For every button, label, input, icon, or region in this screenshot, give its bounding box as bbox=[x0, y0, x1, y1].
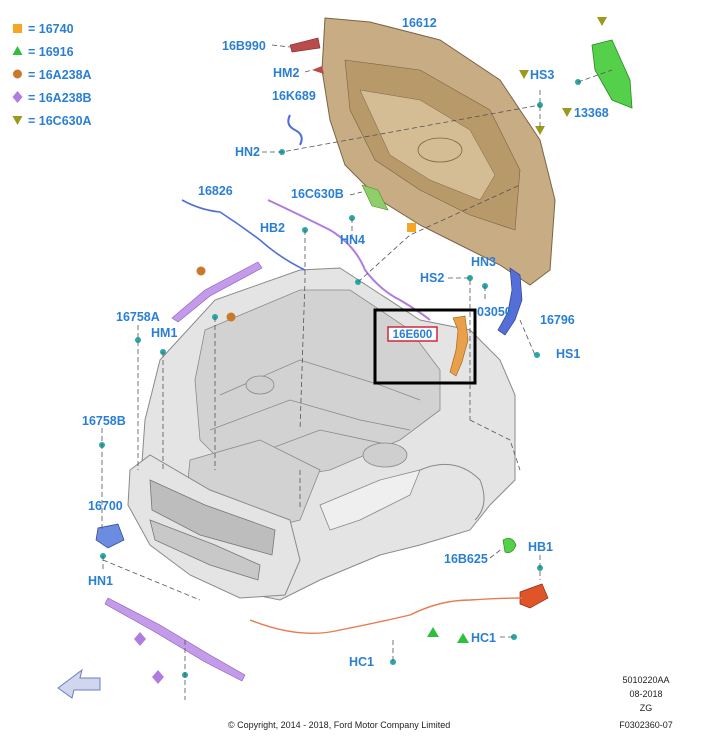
label-hs2[interactable]: HS2 bbox=[420, 271, 444, 285]
legend-square-icon bbox=[13, 24, 22, 33]
label-16758a[interactable]: 16758A bbox=[116, 310, 160, 324]
vehicle-front-body bbox=[127, 267, 516, 601]
clip-16b625 bbox=[502, 538, 517, 554]
label-hn2[interactable]: HN2 bbox=[235, 145, 260, 159]
label-hm1[interactable]: HM1 bbox=[151, 326, 177, 340]
label-hn1[interactable]: HN1 bbox=[88, 574, 113, 588]
label-16b990[interactable]: 16B990 bbox=[222, 39, 266, 53]
legend-triangle-down-icon bbox=[12, 116, 23, 125]
triangle-down-marker-icon bbox=[562, 108, 572, 117]
leader-lines bbox=[101, 44, 613, 700]
label-16b625[interactable]: 16B625 bbox=[444, 552, 488, 566]
release-cable-orange bbox=[249, 597, 523, 634]
legend-circle-icon bbox=[13, 69, 22, 79]
bumper-16c630b bbox=[361, 184, 389, 211]
hood-latch-16700 bbox=[95, 523, 125, 549]
triangle-down-marker-icon bbox=[535, 126, 545, 135]
legend-diamond-icon bbox=[12, 91, 23, 103]
label-16612[interactable]: 16612 bbox=[402, 16, 437, 30]
highlight-label[interactable]: 16E600 bbox=[393, 329, 433, 341]
square-marker-icon bbox=[407, 223, 416, 232]
label-16758b[interactable]: 16758B bbox=[82, 414, 126, 428]
triangle-up-marker-icon bbox=[427, 627, 439, 637]
legend: = 16740 = 16916 = 16A238A = 16A238B = 16… bbox=[12, 22, 92, 128]
purple-release-cable-top bbox=[267, 199, 431, 321]
hood-hinge-16796 bbox=[497, 267, 523, 336]
label-hm2[interactable]: HM2 bbox=[273, 66, 299, 80]
copyright-text: © Copyright, 2014 - 2018, Ford Motor Com… bbox=[228, 720, 450, 730]
highlight-label-frame bbox=[387, 326, 438, 342]
legend-item-5: = 16C630A bbox=[28, 114, 92, 128]
release-handle bbox=[519, 583, 549, 609]
cable-16826 bbox=[181, 199, 306, 271]
triangle-up-marker-icon bbox=[457, 633, 469, 643]
triangle-down-marker-icon bbox=[597, 17, 607, 26]
hood-seal-part bbox=[289, 37, 321, 53]
meta-line-1: 5010220AA bbox=[622, 675, 669, 685]
label-hs3[interactable]: HS3 bbox=[530, 68, 554, 82]
label-16c630b[interactable]: 16C630B bbox=[291, 187, 344, 201]
label-13368[interactable]: 13368 bbox=[574, 106, 609, 120]
diamond-marker-icon bbox=[134, 632, 146, 646]
label-16700[interactable]: 16700 bbox=[88, 499, 123, 513]
label-hc1-right[interactable]: HC1 bbox=[471, 631, 496, 645]
label-16k689[interactable]: 16K689 bbox=[272, 89, 316, 103]
label-hb2[interactable]: HB2 bbox=[260, 221, 285, 235]
label-16826[interactable]: 16826 bbox=[198, 184, 233, 198]
label-16796[interactable]: 16796 bbox=[540, 313, 575, 327]
purple-strip-left bbox=[171, 261, 263, 323]
legend-item-4: = 16A238B bbox=[28, 91, 92, 105]
highlight-box[interactable] bbox=[373, 308, 477, 385]
part-13368-insulator bbox=[591, 39, 633, 109]
triangle-down-marker-icon bbox=[519, 70, 529, 79]
diamond-marker-icon bbox=[152, 670, 164, 684]
meta-line-2: 08-2018 bbox=[629, 689, 662, 699]
legend-item-2: = 16916 bbox=[28, 45, 74, 59]
label-03050[interactable]: 03050 bbox=[477, 305, 512, 319]
hood-panel bbox=[321, 17, 556, 286]
purple-strip-bottom bbox=[104, 597, 246, 682]
legend-triangle-up-icon bbox=[12, 46, 23, 55]
label-hb1[interactable]: HB1 bbox=[528, 540, 553, 554]
legend-item-3: = 16A238A bbox=[28, 68, 92, 82]
label-hs1[interactable]: HS1 bbox=[556, 347, 580, 361]
cable-16k689 bbox=[287, 114, 303, 146]
meta-line-3: ZG bbox=[640, 703, 653, 713]
label-hn3[interactable]: HN3 bbox=[471, 255, 496, 269]
legend-item-1: = 16740 bbox=[28, 22, 74, 36]
front-direction-arrow-icon bbox=[57, 668, 101, 699]
circle-marker-icon bbox=[196, 266, 206, 276]
hm2-bolt bbox=[312, 66, 324, 74]
circle-marker-icon bbox=[226, 312, 236, 322]
label-hn4[interactable]: HN4 bbox=[340, 233, 365, 247]
part-16e600 bbox=[449, 315, 469, 377]
label-hc1-bottom[interactable]: HC1 bbox=[349, 655, 374, 669]
meta-line-4: F0302360-07 bbox=[619, 720, 673, 730]
